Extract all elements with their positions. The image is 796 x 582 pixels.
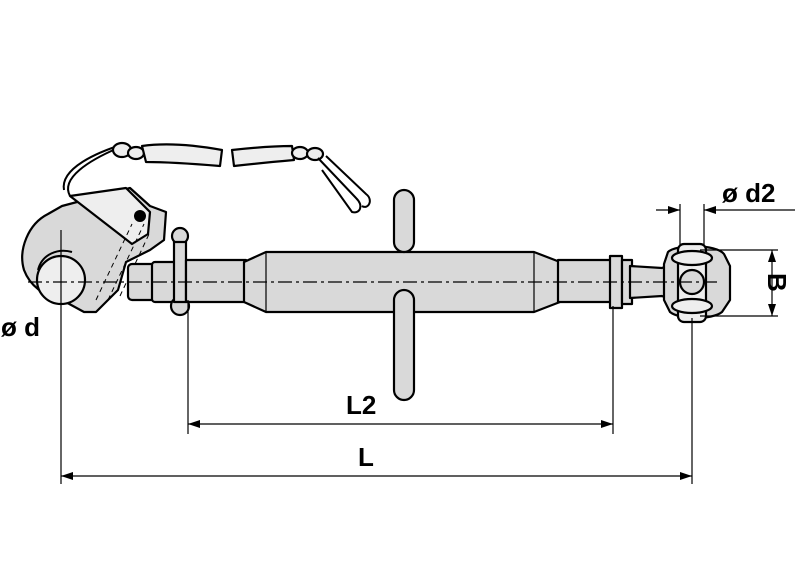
ball-joint xyxy=(662,242,732,324)
safety-chain xyxy=(62,141,371,214)
catch-hook xyxy=(21,186,168,314)
label-ball-diameter: ø d2 xyxy=(722,178,775,208)
label-thread-length: L2 xyxy=(346,390,376,420)
tube-handle xyxy=(392,188,416,402)
dimension-lines xyxy=(61,206,795,480)
label-bore-diameter: ø d xyxy=(1,312,40,342)
rod-left xyxy=(184,258,248,304)
latch-pin-icon xyxy=(134,210,146,222)
extension-lines xyxy=(60,204,778,484)
label-total-length: L xyxy=(358,442,374,472)
label-ball-width: B xyxy=(762,273,792,292)
